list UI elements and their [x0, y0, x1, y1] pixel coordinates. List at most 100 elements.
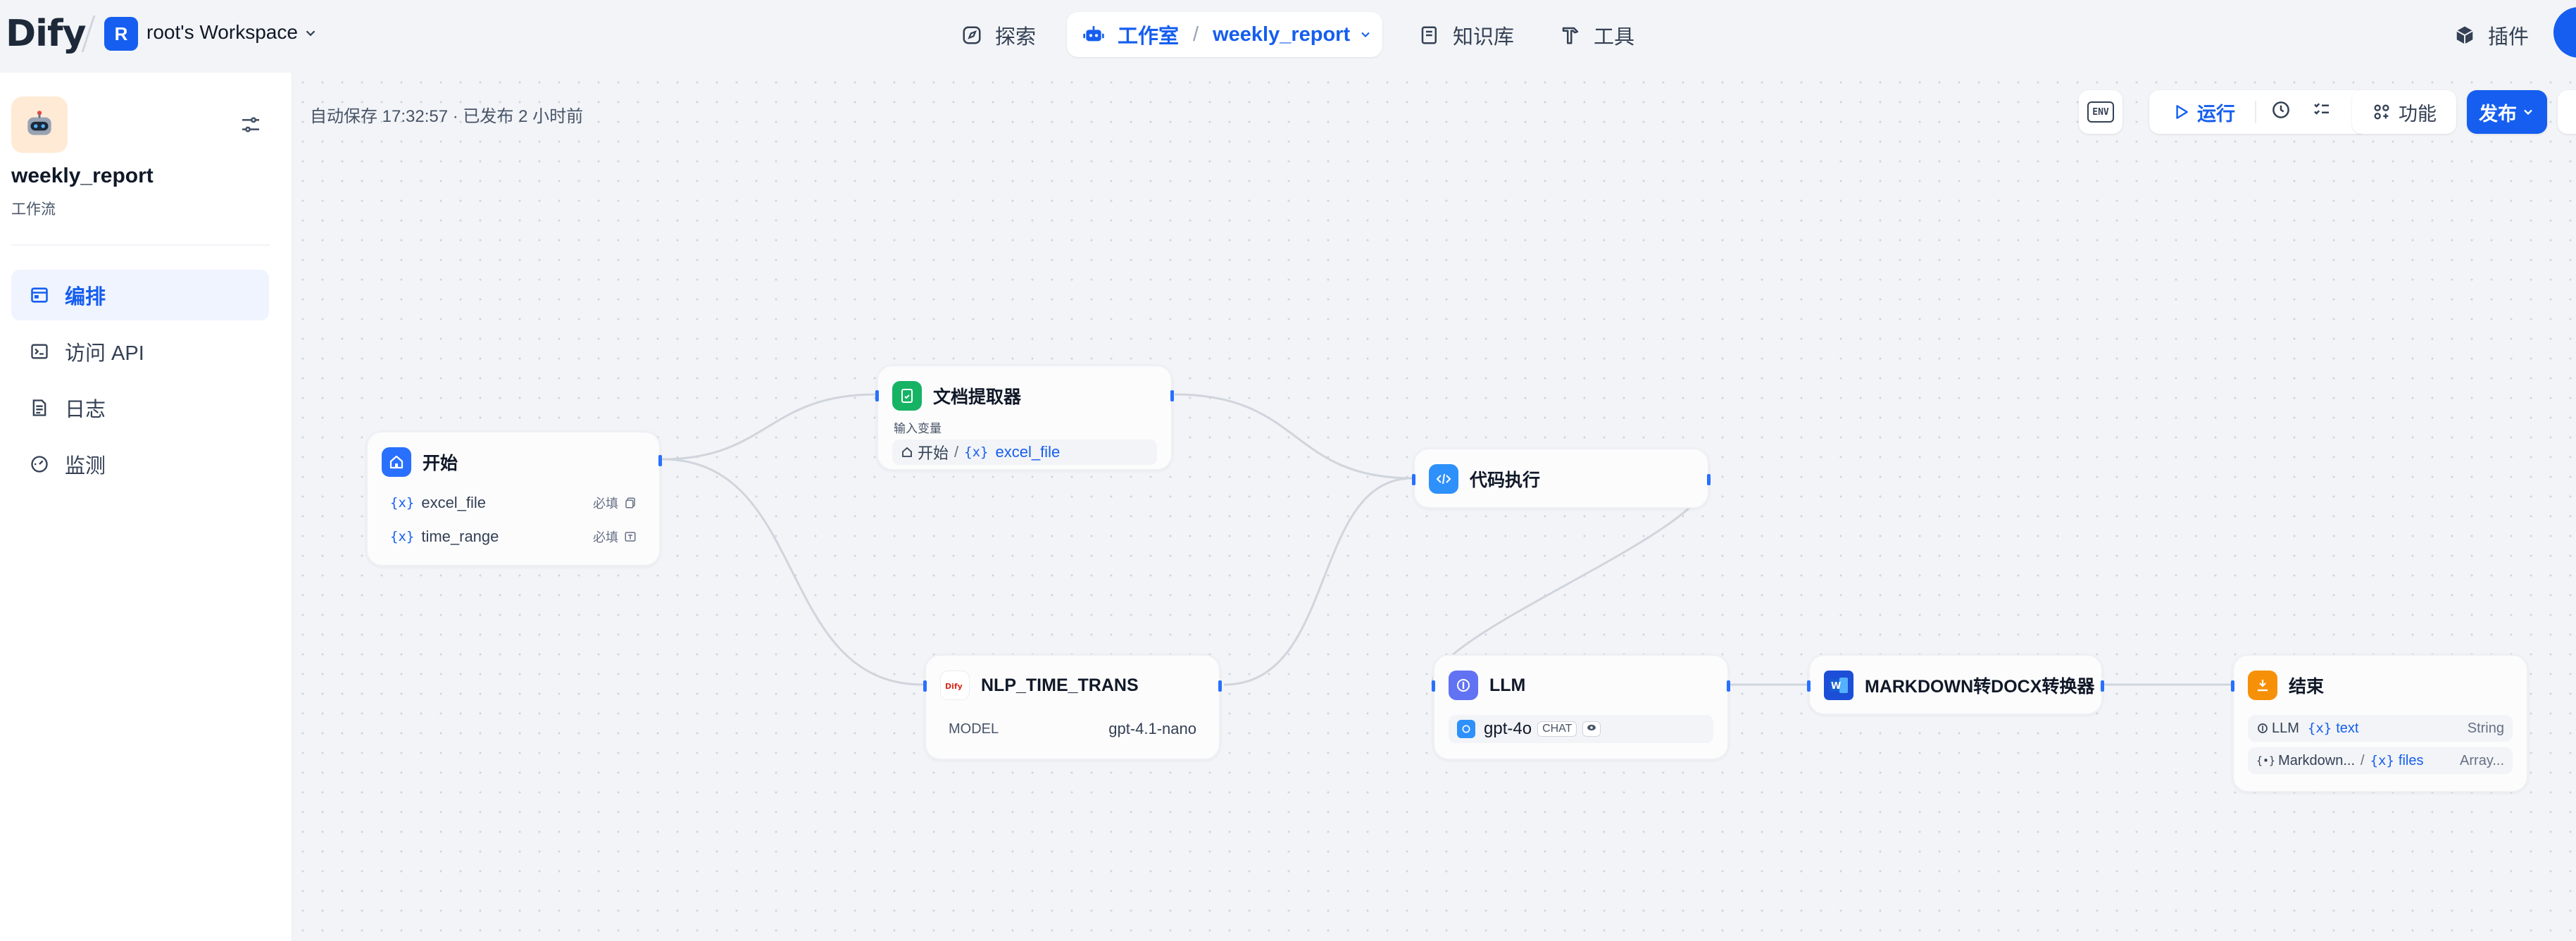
top-bar: Dify R root's Workspace 探索 工作室 / weekly_… — [0, 0, 2576, 73]
node-llm[interactable]: LLM gpt-4o CHAT — [1432, 654, 1730, 760]
dify-tool-icon: Dify — [940, 671, 970, 700]
output-handle[interactable] — [1218, 680, 1222, 692]
compass-icon — [963, 26, 981, 44]
required-tag: 必填 — [593, 494, 637, 512]
sidebar-item-logs[interactable]: 日志 — [11, 382, 269, 433]
sidebar-settings-icon[interactable] — [239, 113, 262, 139]
node-markdown-docx[interactable]: W MARKDOWN转DOCX转换器 — [1807, 654, 2104, 715]
node-title: 文档提取器 — [933, 387, 1022, 407]
nav-tools[interactable]: 工具 — [1560, 14, 1634, 56]
node-code[interactable]: 代码执行 — [1412, 448, 1711, 509]
node-title: 结束 — [2289, 677, 2325, 697]
path-separator: / — [954, 443, 959, 461]
path-separator: / — [2361, 752, 2365, 768]
node-title: 开始 — [423, 454, 458, 473]
robot-icon — [27, 111, 51, 135]
app-type: 工作流 — [11, 201, 56, 218]
node-start[interactable]: 开始 {x} excel_file 必填 {x} time_range 必填 — [366, 431, 662, 566]
sidebar-item-orchestrate[interactable]: 编排 — [11, 270, 269, 320]
chevron-down-icon[interactable] — [303, 25, 318, 44]
env-button[interactable]: ENV — [2079, 90, 2122, 134]
output-source-node: Markdown... — [2278, 752, 2356, 768]
node-title: NLP_TIME_TRANS — [981, 675, 1139, 695]
breadcrumb-separator: / — [1193, 23, 1199, 46]
sidebar-item-label: 监测 — [65, 455, 106, 478]
env-icon: ENV — [2087, 101, 2114, 123]
input-handle[interactable] — [875, 390, 879, 401]
chevron-down-icon[interactable] — [1358, 27, 1373, 42]
more-button[interactable] — [2558, 90, 2576, 134]
output-row: LLM {x} text String — [2248, 715, 2513, 742]
book-icon — [1421, 26, 1437, 44]
home-icon — [902, 447, 912, 457]
node-end[interactable]: 结束 LLM {x} text String {•} Markdown... /… — [2231, 654, 2528, 792]
nav-studio[interactable]: 工作室 / weekly_report — [1067, 12, 1382, 57]
nav-explore[interactable]: 探索 — [961, 14, 1036, 56]
play-icon — [2176, 105, 2188, 119]
nav-plugins-label: 插件 — [2488, 26, 2530, 49]
input-handle[interactable] — [923, 680, 927, 692]
workspace-name[interactable]: root's Workspace — [146, 21, 298, 43]
node-header: W MARKDOWN转DOCX转换器 — [1824, 670, 2094, 701]
output-handle[interactable] — [658, 455, 662, 466]
document-icon — [892, 381, 922, 411]
nav-knowledge[interactable]: 知识库 — [1419, 14, 1514, 56]
output-handle[interactable] — [1707, 474, 1711, 485]
history-icon[interactable] — [2270, 99, 2291, 125]
input-handle[interactable] — [1412, 474, 1415, 485]
variable-icon: {x} — [390, 495, 415, 511]
sidebar-item-monitor[interactable]: 监测 — [11, 439, 269, 490]
nav-plugins[interactable]: 插件 — [2454, 14, 2529, 56]
monitor-icon — [31, 456, 48, 473]
hammer-icon — [1562, 27, 1579, 44]
node-title: LLM — [1489, 675, 1526, 695]
sidebar-item-label: 访问 API — [65, 342, 144, 365]
run-button[interactable]: 运行 — [2172, 99, 2235, 126]
output-handle[interactable] — [1727, 680, 1730, 692]
current-app-name[interactable]: weekly_report — [1213, 23, 1351, 46]
sidebar-divider — [11, 244, 270, 246]
dify-logo[interactable]: Dify — [6, 13, 87, 55]
required-tag: 必填 — [593, 528, 637, 546]
run-label: 运行 — [2197, 103, 2235, 125]
features-button[interactable]: 功能 — [2352, 90, 2456, 134]
orchestrate-icon — [31, 287, 48, 303]
node-nlp-time-trans[interactable]: Dify NLP_TIME_TRANS MODEL gpt-4.1-nano — [923, 654, 1222, 760]
output-handle[interactable] — [1170, 390, 1174, 401]
grid-plus-icon — [2374, 104, 2389, 120]
input-variable-label: 输入变量 — [894, 422, 942, 435]
app-sidebar: weekly_report 工作流 编排 访问 API 日志 监测 — [0, 73, 292, 941]
app-title: weekly_report — [11, 164, 154, 187]
input-handle[interactable] — [1432, 680, 1435, 692]
publish-button[interactable]: 发布 — [2467, 90, 2547, 134]
llm-icon — [1449, 671, 1478, 700]
sidebar-item-api[interactable]: 访问 API — [11, 326, 269, 377]
app-icon — [11, 96, 68, 153]
output-type: Array... — [2460, 752, 2504, 768]
model-value: gpt-4.1-nano — [1108, 720, 1196, 737]
user-avatar[interactable] — [2553, 7, 2576, 58]
end-icon — [2248, 671, 2277, 700]
workspace-badge[interactable]: R — [104, 17, 138, 51]
variable-icon: {x} — [2370, 753, 2394, 768]
word-icon: W — [1824, 671, 1853, 700]
cube-icon — [2456, 26, 2473, 44]
input-handle[interactable] — [1807, 680, 1811, 692]
input-handle[interactable] — [2231, 680, 2234, 692]
code-icon — [1429, 464, 1458, 494]
node-doc-extractor[interactable]: 文档提取器 输入变量 开始 / {x} excel_file — [875, 365, 1174, 470]
variable-icon: {x} — [390, 529, 415, 544]
nav-studio-label: 工作室 — [1118, 25, 1180, 48]
llm-icon — [2258, 723, 2268, 733]
variable-icon: {x} — [2307, 721, 2332, 736]
node-header: 开始 — [382, 447, 458, 478]
model-name: gpt-4o — [1484, 719, 1532, 738]
openai-icon — [1457, 720, 1475, 738]
output-source-node: LLM — [2272, 720, 2299, 736]
robot-icon — [1083, 26, 1104, 42]
source-var-name: excel_file — [995, 443, 1061, 461]
output-handle[interactable] — [2101, 680, 2104, 692]
nav-explore-label: 探索 — [995, 26, 1037, 49]
checklist-icon[interactable] — [2311, 99, 2332, 125]
toolbar-divider — [2255, 101, 2256, 123]
